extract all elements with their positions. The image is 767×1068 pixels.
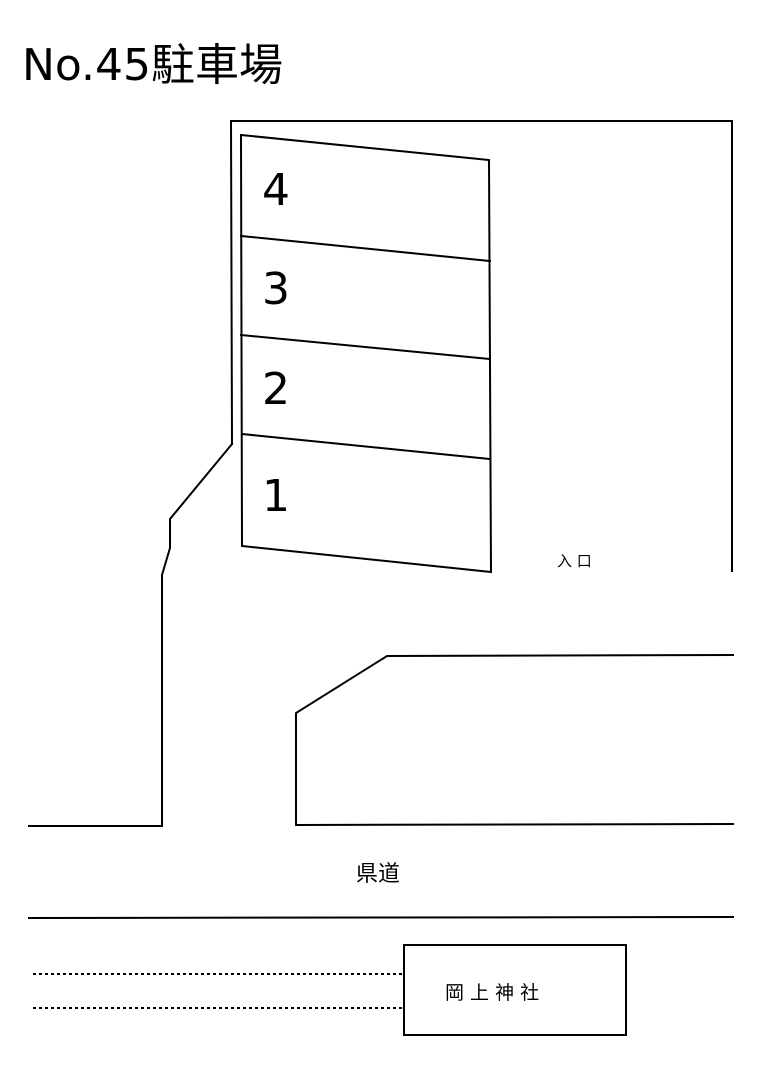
stall-number-4: 4 bbox=[262, 165, 290, 216]
stall-divider-4-3 bbox=[239, 234, 492, 263]
entrance-label: 入 口 bbox=[557, 552, 592, 570]
shrine-building bbox=[403, 944, 627, 1036]
stall-divider-3-2 bbox=[239, 333, 492, 361]
stall-block-outline bbox=[239, 133, 493, 574]
stall-number-1: 1 bbox=[262, 471, 290, 522]
lower-block-boundary bbox=[295, 653, 735, 827]
stall-number-2: 2 bbox=[262, 364, 290, 415]
road-label: 県道 bbox=[356, 862, 400, 887]
shrine-label: 岡 上 神 社 bbox=[445, 982, 539, 1004]
property-boundary bbox=[229, 120, 733, 572]
stall-divider-2-1 bbox=[240, 432, 492, 461]
parking-stall-block: 4 3 2 1 bbox=[239, 133, 493, 574]
stall-number-3: 3 bbox=[262, 264, 290, 315]
left-access-boundary bbox=[28, 442, 234, 827]
road-south-edge bbox=[27, 915, 735, 920]
page-title: No.45駐車場 bbox=[22, 40, 284, 91]
